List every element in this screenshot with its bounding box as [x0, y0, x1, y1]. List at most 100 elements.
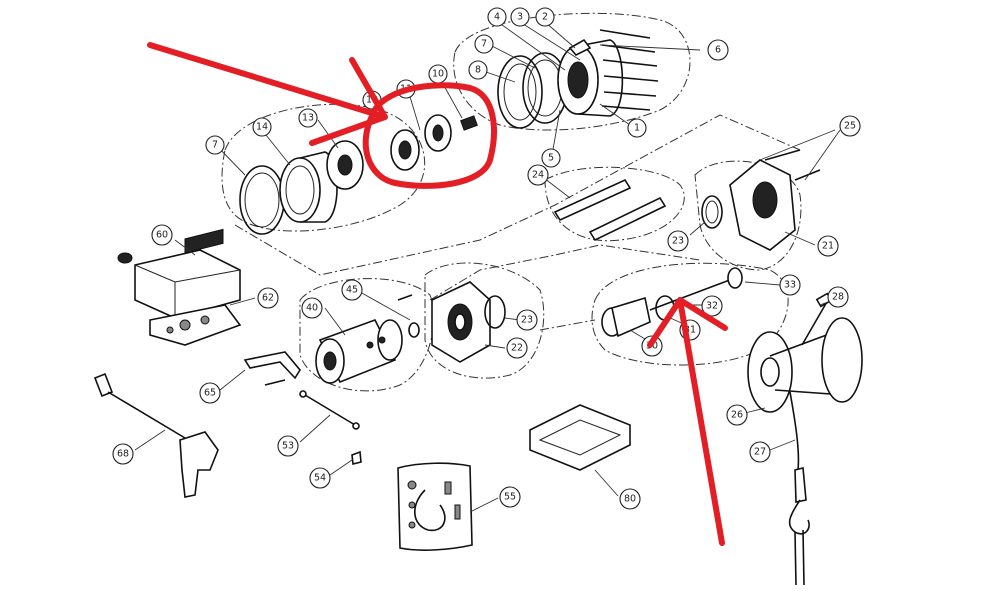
svg-text:60: 60	[156, 230, 168, 241]
cable-part-53	[304, 394, 356, 426]
callout-55: 55	[499, 486, 521, 508]
accessory-parts	[93, 351, 362, 498]
brake-housing-group-outline	[453, 12, 691, 131]
bushing-part-23	[701, 195, 723, 229]
svg-text:3: 3	[517, 12, 523, 23]
leader-lines	[134, 21, 841, 513]
callout-23-lower: 23	[516, 309, 538, 331]
svg-text:23: 23	[672, 236, 684, 247]
svg-text:7: 7	[212, 140, 218, 151]
svg-text:23: 23	[521, 315, 533, 326]
control-plug	[117, 252, 133, 264]
svg-text:62: 62	[262, 293, 274, 304]
remote-handle-part-68	[179, 431, 219, 498]
drive-shaft-part-32	[649, 277, 736, 311]
rope-clamp-part-28	[801, 299, 829, 346]
svg-text:10: 10	[432, 69, 444, 80]
motor-group-outline	[299, 278, 435, 392]
svg-text:65: 65	[204, 388, 216, 399]
drum-bearing-group-outline	[424, 262, 545, 379]
svg-text:22: 22	[511, 343, 523, 354]
callout-60: 60	[151, 224, 173, 246]
callout-1: 1	[627, 118, 647, 138]
svg-text:54: 54	[314, 473, 326, 484]
svg-text:5: 5	[548, 153, 554, 164]
shaft-coupler-part-10	[460, 115, 478, 131]
callout-33: 33	[779, 274, 801, 296]
frame-connector-outline-mid	[539, 319, 596, 331]
callout-5: 5	[541, 148, 561, 168]
frame-and-end-housing	[553, 149, 821, 251]
svg-text:25: 25	[844, 121, 856, 132]
callout-7-lower: 7	[205, 135, 225, 155]
wire-rope-part-27	[789, 391, 800, 471]
bolt-part-25a	[764, 149, 801, 161]
callout-10: 10	[428, 64, 448, 84]
callout-8: 8	[468, 60, 488, 80]
washer-part-45	[408, 322, 420, 338]
callout-24: 24	[527, 164, 549, 186]
svg-text:24: 24	[532, 170, 544, 181]
callout-80: 80	[619, 488, 641, 510]
callout-14: 14	[252, 117, 272, 137]
part-callouts: 2 3 4 6 7 8 1 5 10 11 12 13 14 7 25 24 2…	[112, 7, 861, 510]
svg-text:8: 8	[475, 65, 481, 76]
callout-21: 21	[817, 235, 839, 257]
svg-text:55: 55	[504, 492, 516, 503]
svg-text:1: 1	[634, 123, 640, 134]
svg-text:40: 40	[306, 303, 318, 314]
svg-text:33: 33	[784, 280, 796, 291]
red-annotations	[147, 42, 728, 546]
callout-7-upper: 7	[474, 34, 494, 54]
callout-6: 6	[707, 39, 729, 61]
drum-and-hook-assembly	[747, 292, 863, 586]
tie-bar-part-24a	[553, 178, 632, 222]
brake-housing-assembly	[497, 29, 659, 129]
callout-27: 27	[749, 441, 771, 463]
hook-kit-and-fairlead	[397, 404, 631, 551]
callout-22: 22	[506, 337, 528, 359]
clip-part-2	[568, 38, 592, 56]
callout-45: 45	[341, 279, 363, 301]
hook-part-27	[788, 499, 810, 535]
remote-plug-part-68	[93, 372, 114, 398]
bracket-part-65	[243, 351, 301, 380]
svg-text:14: 14	[256, 122, 268, 133]
gear-carrier-group-outline	[221, 103, 426, 232]
svg-text:31: 31	[684, 325, 696, 336]
drum-flange-right-part-26	[821, 317, 863, 403]
callout-62: 62	[257, 287, 279, 309]
svg-text:4: 4	[494, 12, 500, 23]
svg-text:21: 21	[822, 241, 834, 252]
circuit-board-part-62	[149, 304, 242, 346]
bushing-part-23b	[484, 295, 506, 329]
svg-text:27: 27	[754, 447, 766, 458]
svg-text:45: 45	[346, 285, 358, 296]
callout-25: 25	[839, 115, 861, 137]
callout-3: 3	[510, 7, 530, 27]
bearing-plate-assembly	[431, 281, 506, 363]
end-housing-group-outline	[694, 160, 802, 271]
callout-40: 40	[301, 297, 323, 319]
callout-68: 68	[112, 443, 134, 465]
svg-text:6: 6	[715, 45, 721, 56]
bolt-part-25b	[794, 169, 821, 181]
motor-assembly	[315, 294, 420, 384]
svg-text:68: 68	[117, 449, 129, 460]
svg-text:26: 26	[731, 410, 743, 421]
red-circle-highlight	[362, 82, 497, 189]
remote-cord-part-68	[107, 391, 186, 439]
svg-text:53: 53	[282, 441, 294, 452]
terminal-part-54	[351, 450, 362, 465]
hook-kit-card-part-55	[397, 462, 473, 551]
svg-text:32: 32	[706, 301, 718, 312]
callout-32: 32	[701, 295, 723, 317]
svg-text:2: 2	[542, 12, 548, 23]
control-box-assembly	[117, 228, 242, 346]
callout-4: 4	[487, 7, 507, 27]
shaft-end-part-33	[727, 267, 743, 289]
svg-text:7: 7	[481, 39, 487, 50]
gear-assembly	[239, 114, 478, 235]
callout-65: 65	[199, 382, 221, 404]
